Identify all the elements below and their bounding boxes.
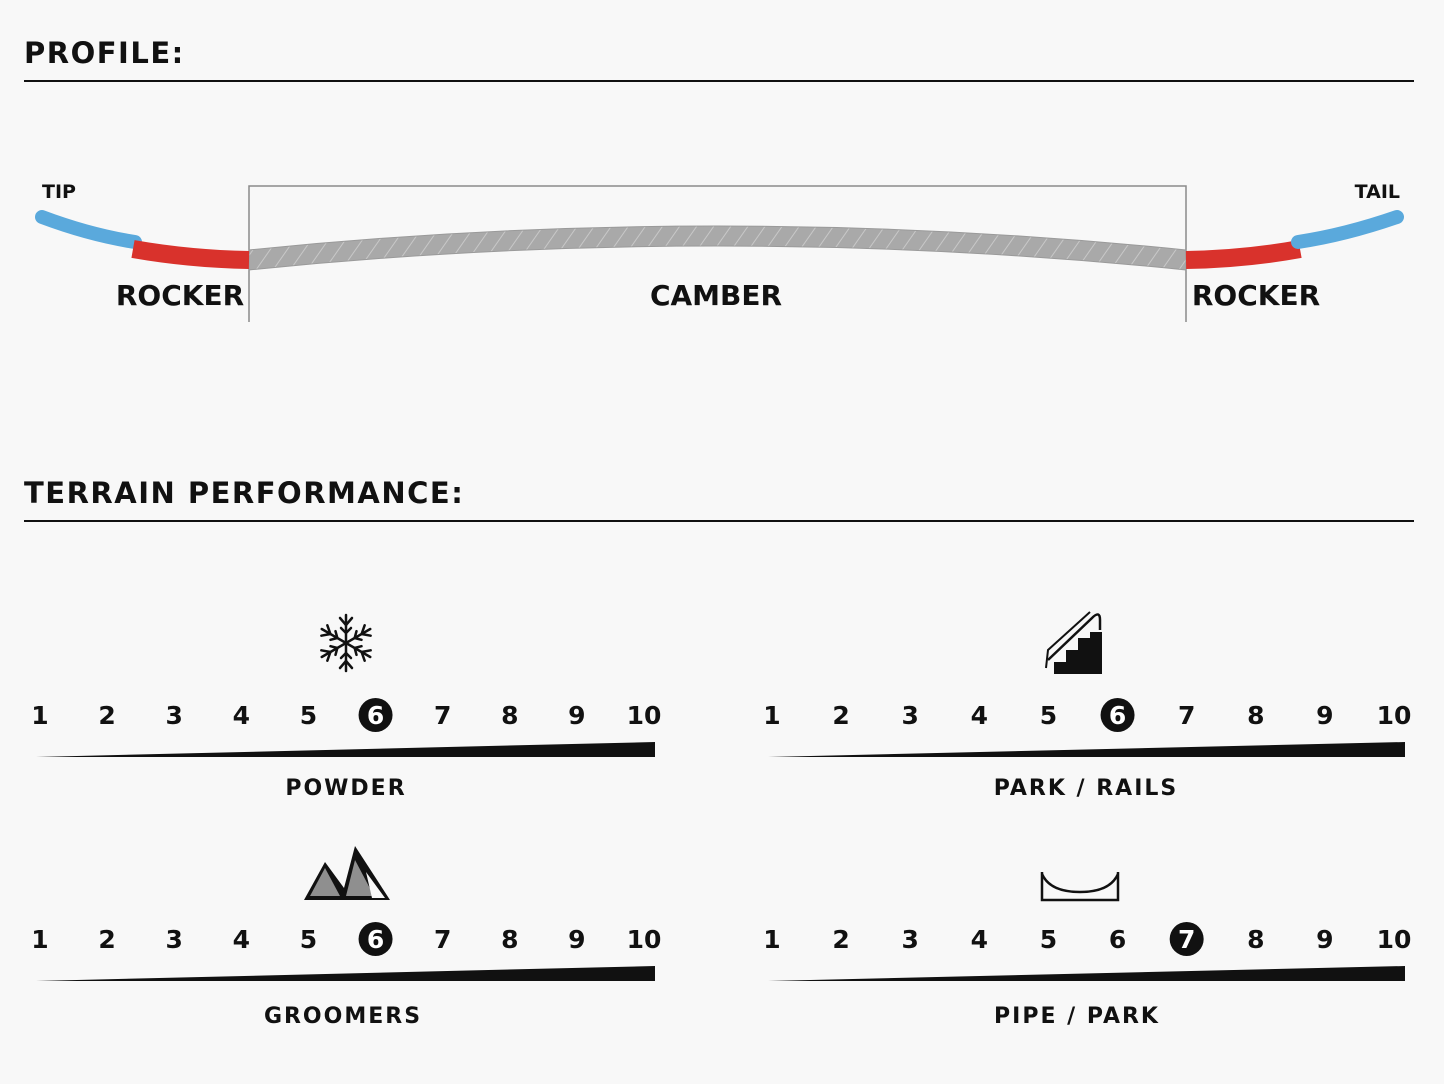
scale-number: 1 [763, 701, 780, 730]
scale-number: 3 [166, 701, 183, 730]
halfpipe-icon [1040, 872, 1120, 902]
terrain-title: TERRAIN PERFORMANCE: [24, 476, 465, 510]
scale-number: 2 [98, 701, 115, 730]
rocker-right-label: ROCKER [1192, 279, 1320, 312]
scale-number: 6 [367, 925, 384, 954]
scale-number: 8 [501, 925, 518, 954]
scale-number: 2 [832, 701, 849, 730]
scale-number: 3 [166, 925, 183, 954]
rating-marker [1169, 922, 1204, 956]
scale-number: 9 [568, 925, 585, 954]
scale-number: 3 [902, 925, 919, 954]
profile-divider [24, 80, 1414, 82]
scale-number: 8 [501, 701, 518, 730]
scale-number: 9 [1316, 925, 1333, 954]
scale-number: 9 [568, 701, 585, 730]
scale-number: 10 [1377, 701, 1412, 730]
scale-number: 10 [627, 925, 662, 954]
scale-number: 10 [627, 701, 662, 730]
rating-marker [358, 922, 393, 956]
tip-rocker-red [131, 240, 250, 269]
rating-scale-wedge [36, 742, 655, 757]
camber-label: CAMBER [650, 279, 782, 312]
scale-number: 2 [832, 925, 849, 954]
scale-number: 5 [300, 925, 317, 954]
scale-number: 4 [233, 701, 250, 730]
stairs-rail-icon [1045, 611, 1102, 674]
scale-number: 6 [1109, 925, 1126, 954]
scale-number: 5 [300, 701, 317, 730]
scale-number: 2 [98, 925, 115, 954]
tail-label: TAIL [1355, 181, 1400, 203]
scale-number: 1 [763, 925, 780, 954]
tail-rocker-blue [1291, 210, 1404, 249]
scale-number: 1 [31, 701, 48, 730]
tip-rocker-blue [35, 210, 142, 249]
scale-number: 7 [1178, 925, 1195, 954]
scale-number: 7 [1178, 701, 1195, 730]
tip-label: TIP [42, 181, 76, 203]
scale-number: 7 [434, 701, 451, 730]
profile-title: PROFILE: [24, 36, 185, 70]
scale-number: 10 [1377, 925, 1412, 954]
scale-number: 3 [902, 701, 919, 730]
terrain-divider [24, 520, 1414, 522]
scale-number: 1 [31, 925, 48, 954]
mountains-icon [304, 846, 390, 900]
scale-number: 8 [1247, 701, 1264, 730]
rating-scale-wedge [768, 742, 1405, 757]
scale-number: 6 [367, 701, 384, 730]
snowflake-icon [317, 613, 375, 673]
rocker-left-label: ROCKER [116, 279, 244, 312]
rating-marker [1100, 698, 1135, 732]
scale-number: 4 [971, 701, 988, 730]
scale-number: 9 [1316, 701, 1333, 730]
camber-section [248, 225, 1187, 271]
terrain-label: PARK / RAILS [994, 776, 1179, 801]
scale-number: 5 [1040, 701, 1057, 730]
scale-number: 5 [1040, 925, 1057, 954]
tail-rocker-red [1185, 240, 1302, 269]
terrain-label: POWDER [285, 776, 406, 801]
scale-number: 7 [434, 925, 451, 954]
scale-number: 4 [233, 925, 250, 954]
scale-number: 6 [1109, 701, 1126, 730]
rating-scale-wedge [36, 966, 655, 981]
terrain-label: PIPE / PARK [994, 1004, 1160, 1029]
scale-number: 8 [1247, 925, 1264, 954]
terrain-label: GROOMERS [264, 1004, 422, 1029]
rating-scale-wedge [768, 966, 1405, 981]
rating-marker [358, 698, 393, 732]
scale-number: 4 [971, 925, 988, 954]
